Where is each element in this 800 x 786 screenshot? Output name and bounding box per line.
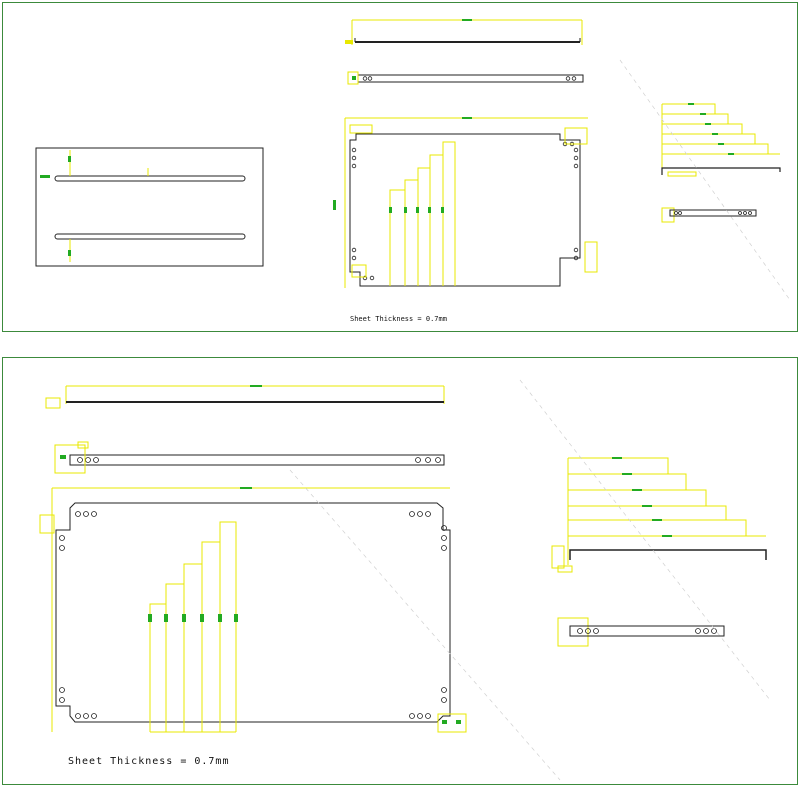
sheet-thickness-note-bottom: Sheet Thickness = 0.7mm bbox=[68, 756, 230, 767]
bottom-thin-strip bbox=[45, 385, 445, 409]
top-main-panel bbox=[333, 117, 598, 288]
sheet-thickness-note-top: Sheet Thickness = 0.7mm bbox=[350, 315, 447, 323]
watermark-lines bbox=[289, 59, 791, 781]
bottom-hole-strip bbox=[54, 441, 445, 474]
top-right-stepped-part bbox=[661, 103, 781, 223]
bottom-drawing-panel bbox=[2, 357, 798, 785]
top-hole-strip bbox=[347, 71, 584, 85]
top-slotted-plate bbox=[35, 147, 264, 267]
top-drawing-panel bbox=[2, 2, 798, 332]
bottom-right-stepped-part bbox=[551, 457, 767, 647]
top-thin-strip bbox=[345, 19, 583, 45]
bottom-main-panel bbox=[39, 487, 467, 733]
